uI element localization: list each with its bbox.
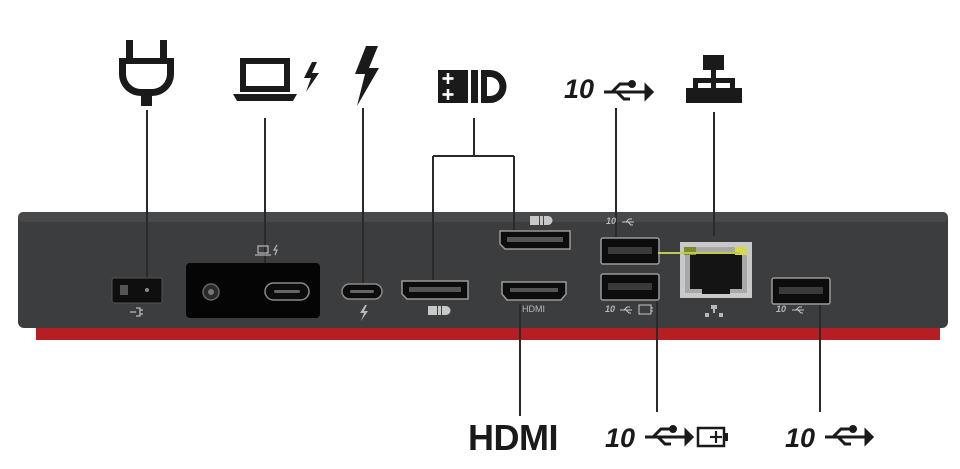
port-displayport-icon-upper xyxy=(530,216,553,225)
displayport-icon xyxy=(438,70,507,103)
dock-body xyxy=(18,212,948,340)
port-usb-icon-1 xyxy=(622,218,634,226)
usb-icon xyxy=(604,80,655,102)
usb-port-charge xyxy=(600,273,660,315)
port-thunderbolt-icon xyxy=(360,305,368,321)
hdmi-port-label: HDMI xyxy=(522,304,545,314)
ethernet-port xyxy=(658,242,752,317)
usb-icon-bottom-right xyxy=(825,425,875,447)
thunderbolt-port xyxy=(341,283,383,321)
laptop-charge-icon xyxy=(233,58,319,101)
usb-port-top xyxy=(600,218,660,265)
port-displayport-icon xyxy=(428,306,451,315)
laptop-charge-port xyxy=(186,244,320,318)
usb-speed-label-right: 10 xyxy=(785,423,816,453)
usb-port-speed-label-3: 10 xyxy=(776,304,787,314)
port-power-icon xyxy=(130,307,143,317)
usb-port-right xyxy=(771,277,831,314)
battery-charge-icon xyxy=(696,426,728,448)
power-port xyxy=(111,277,163,317)
usb-speed-label-top: 10 xyxy=(564,74,595,104)
port-laptop-charge-icon xyxy=(255,244,278,256)
displayport-lower xyxy=(401,280,469,315)
hdmi-label: HDMI xyxy=(468,417,559,458)
usb-port-speed-label-1: 10 xyxy=(606,216,617,226)
port-network-icon xyxy=(705,305,723,317)
displayport-upper xyxy=(499,216,571,250)
power-plug-icon xyxy=(118,40,174,106)
port-usb-charge-icon xyxy=(620,304,653,315)
hdmi-port xyxy=(501,281,567,301)
thunderbolt-icon xyxy=(355,46,379,106)
usb-port-speed-label-2: 10 xyxy=(605,304,616,314)
callout-lines xyxy=(146,108,821,416)
ethernet-network-icon xyxy=(686,55,742,103)
usb-icon-bottom-charge xyxy=(645,425,695,447)
usb-speed-label-charge: 10 xyxy=(605,423,636,453)
port-usb-icon-3 xyxy=(792,306,804,314)
